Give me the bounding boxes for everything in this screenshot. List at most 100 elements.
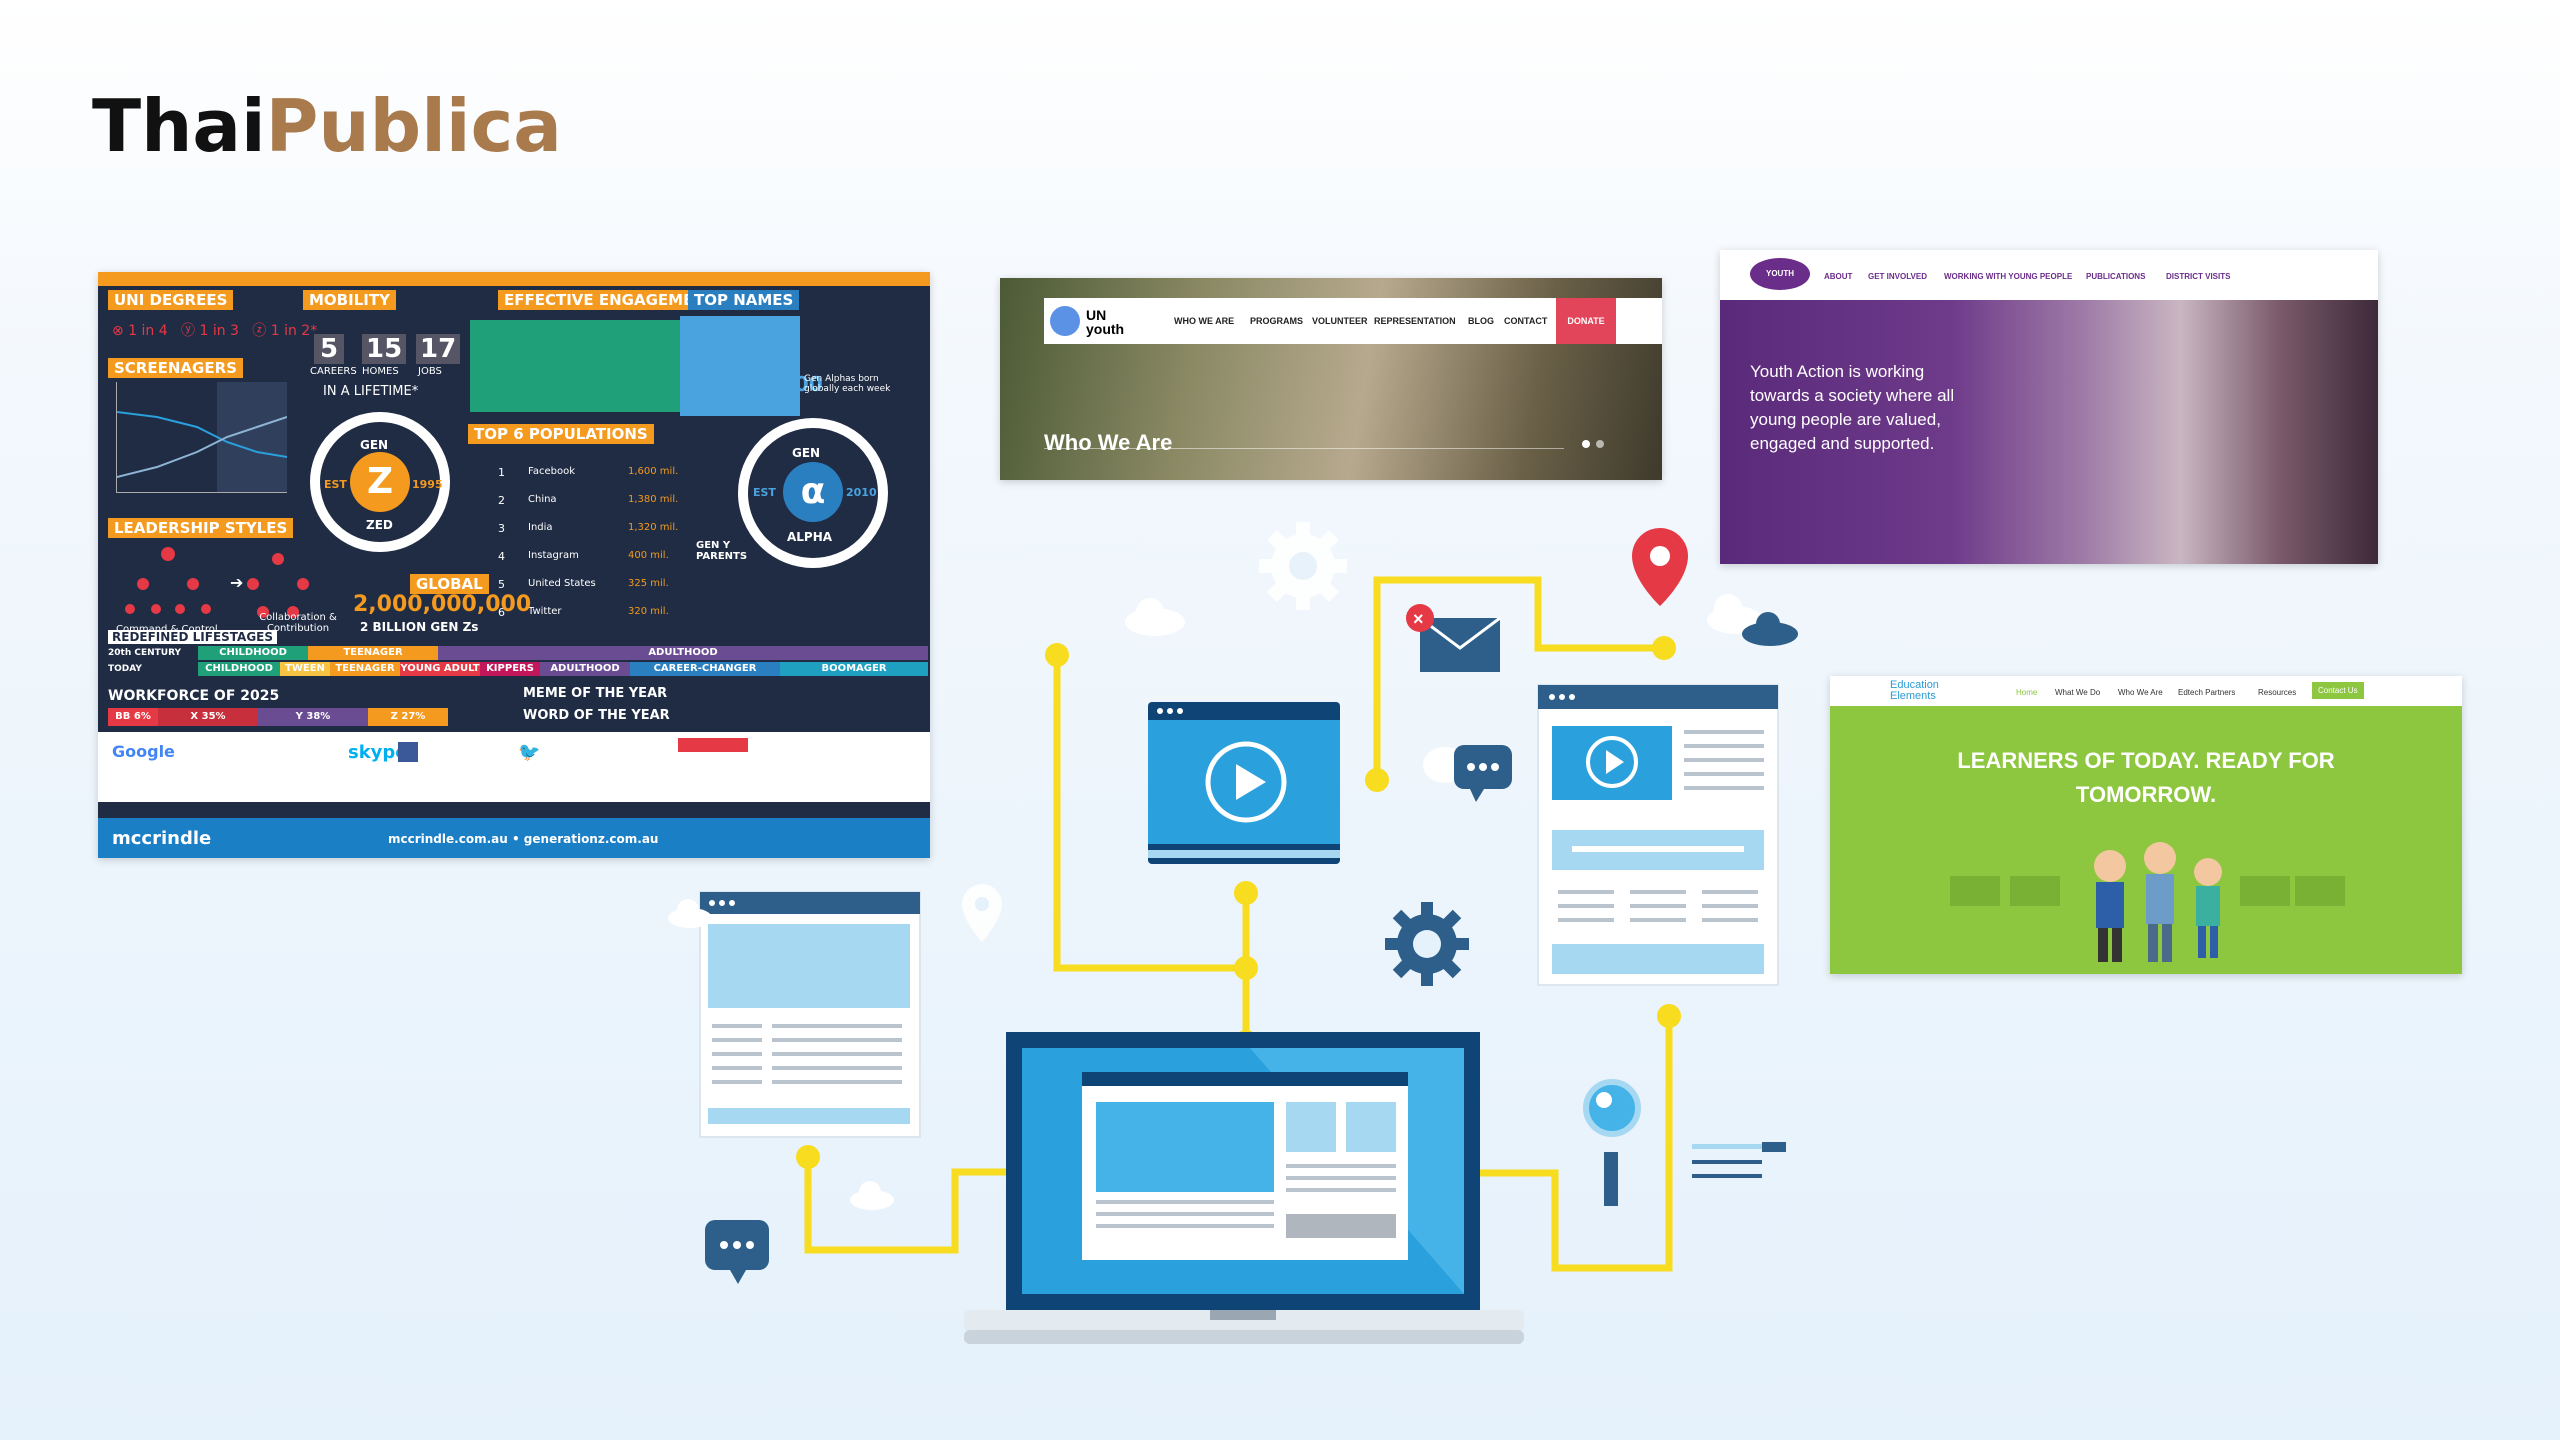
command-control-label: Command & Control — [116, 624, 218, 635]
gen-z-gen: GEN — [360, 438, 389, 452]
workforce-z: Z 27% — [368, 708, 448, 726]
leadership-diagrams: ➔ — [125, 547, 309, 618]
population-rank: 4 — [498, 550, 505, 563]
un-nav-item[interactable]: VOLUNTEER — [1312, 316, 1368, 326]
youth-nav-item[interactable]: PUBLICATIONS — [2086, 272, 2146, 281]
lifestage-20-teenager: TEENAGER — [308, 646, 438, 660]
two-billion-label: 2 BILLION GEN Zs — [360, 620, 479, 634]
population-name: Facebook — [528, 466, 575, 477]
homes-label: HOMES — [362, 366, 399, 377]
lifestage-today-adulthood: ADULTHOOD — [540, 662, 630, 676]
slider-dot[interactable] — [1582, 440, 1590, 448]
mail-icon: × — [1406, 604, 1501, 672]
search-icon — [1583, 1079, 1641, 1206]
lifestage-20-childhood: CHILDHOOD — [198, 646, 308, 660]
youth-action-screenshot: YOUTH ACTION ABOUT GET INVOLVED WORKING … — [1720, 250, 2378, 564]
screen-time-lines — [116, 382, 288, 492]
un-heading: Who We Are — [1044, 430, 1173, 455]
un-nav-item[interactable]: BLOG — [1468, 316, 1494, 326]
screen-time-chart — [116, 382, 288, 493]
lifestage-20-adulthood: ADULTHOOD — [438, 646, 928, 660]
edu-nav-item[interactable]: What We Do — [2055, 688, 2101, 697]
light-pin-icon — [962, 884, 1002, 942]
edu-logo: Education Elements — [1890, 679, 1939, 702]
youth-action-nav: YOUTH ACTION ABOUT GET INVOLVED WORKING … — [1720, 250, 2378, 310]
youth-nav-item[interactable]: ABOUT — [1824, 272, 1853, 281]
laptop-icon — [964, 1032, 1524, 1344]
population-value: 1,600 mil. — [628, 466, 679, 477]
gen-z-est: EST — [324, 478, 347, 491]
chat-bubble-icon — [1423, 745, 1512, 802]
youth-nav-item[interactable]: GET INVOLVED — [1868, 272, 1927, 281]
global-label: GLOBAL — [410, 574, 489, 594]
workforce-x: X 35% — [158, 708, 258, 726]
un-nav-item[interactable]: PROGRAMS — [1250, 316, 1304, 326]
gear-icon-large — [1259, 522, 1347, 610]
meme-heading: MEME OF THE YEAR — [523, 686, 668, 701]
workforce-bb: BB 6% — [108, 708, 158, 726]
un-youth-screenshot: UN youth WHO WE ARE PROGRAMS VOLUNTEER R… — [1000, 278, 1662, 480]
gen-z-badge — [310, 412, 450, 552]
un-divider — [1044, 448, 1564, 449]
video-window-icon — [1148, 702, 1340, 864]
brand-logo: ThaiPublica — [92, 84, 562, 168]
gen-z-zed: ZED — [366, 518, 393, 532]
education-elements-screenshot: Education Elements Home What We Do Who W… — [1830, 676, 2462, 974]
cloud-pair-icon — [1707, 594, 1798, 646]
un-nav-item[interactable]: CONTACT — [1504, 316, 1548, 326]
chat-bubble-icon-left — [705, 1220, 769, 1284]
twitter-icon: 🐦 — [518, 742, 541, 763]
workforce-heading: WORKFORCE OF 2025 — [108, 688, 280, 704]
lifestage-today-childhood: CHILDHOOD — [198, 662, 280, 676]
population-name: United States — [528, 578, 596, 589]
uni-degrees-heading: UNI DEGREES — [108, 290, 234, 310]
un-nav-item[interactable]: WHO WE ARE — [1174, 316, 1235, 326]
youth-action-hero-image — [1720, 300, 2378, 564]
edu-nav-item[interactable]: Resources — [2258, 688, 2297, 697]
edu-nav-item[interactable]: Home — [2016, 688, 2038, 697]
slider-dot[interactable] — [1596, 440, 1604, 448]
un-logo-text: UN youth — [1086, 307, 1125, 337]
svg-text:×: × — [1413, 609, 1424, 629]
lifestages-20th: 20th CENTURY — [108, 648, 182, 658]
word-heading: WORD OF THE YEAR — [523, 708, 670, 723]
un-nav-item[interactable]: REPRESENTATION — [1374, 316, 1456, 326]
edu-contact-button[interactable]: Contact Us — [2312, 682, 2364, 699]
population-rank: 6 — [498, 606, 505, 619]
lifestage-today-young-adult: YOUNG ADULT — [400, 662, 480, 676]
gen-y-parents-label: GEN Y PARENTS — [696, 540, 748, 562]
lifestage-today-boomager: BOOMAGER — [780, 662, 928, 676]
footer-sites: mccrindle.com.au • generationz.com.au — [388, 832, 659, 846]
brand-logo-part2: Publica — [265, 84, 562, 168]
news-badge — [678, 738, 748, 752]
careers-label: CAREERS — [310, 366, 357, 377]
gen-z-year: 1995 — [412, 478, 443, 491]
edu-nav-item[interactable]: Edtech Partners — [2178, 688, 2236, 697]
edu-nav: Education Elements Home What We Do Who W… — [1830, 676, 2462, 706]
population-rank: 5 — [498, 578, 505, 591]
un-donate-button[interactable]: DONATE — [1556, 298, 1616, 344]
youth-nav-item[interactable]: WORKING WITH YOUNG PEOPLE — [1944, 272, 2073, 281]
lifestage-today-teenager: TEENAGER — [330, 662, 400, 676]
edu-nav-item[interactable]: Who We Are — [2118, 688, 2163, 697]
population-name: Twitter — [528, 606, 562, 617]
edu-headline-line1: LEARNERS OF TODAY. READY FOR — [1957, 748, 2335, 773]
top-strip — [98, 272, 930, 286]
gen-z-letter: Z — [350, 452, 410, 512]
mobility-heading: MOBILITY — [303, 290, 396, 310]
alphas-born-label: Gen Alphas born globally each week — [804, 374, 891, 394]
youth-nav-item[interactable]: DISTRICT VISITS — [2166, 272, 2231, 281]
screenagers-heading: SCREENAGERS — [108, 358, 243, 378]
engagement-box — [470, 320, 688, 412]
alphas-born-number: 2,500,000 — [710, 372, 823, 396]
connector-lines — [804, 576, 1673, 1272]
population-name: India — [528, 522, 553, 533]
svg-text:➔: ➔ — [230, 573, 243, 592]
